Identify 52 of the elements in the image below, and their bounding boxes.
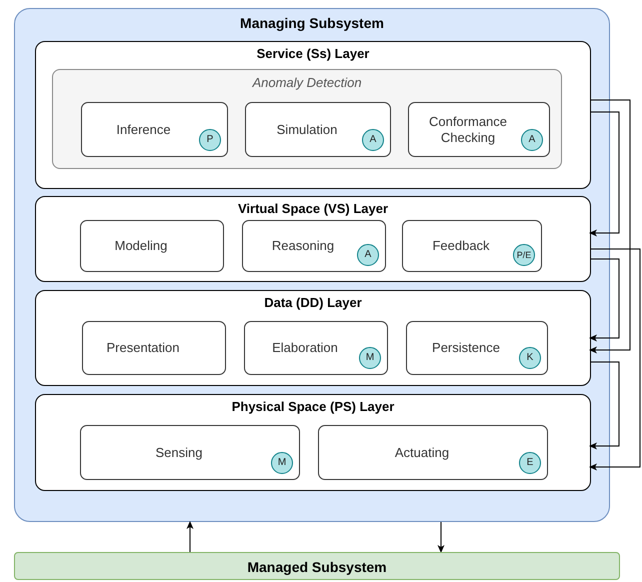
component-box bbox=[80, 220, 224, 272]
badge: K bbox=[519, 347, 541, 369]
component-box bbox=[81, 102, 228, 157]
arrow bbox=[589, 112, 620, 236]
component-label: Modeling bbox=[114, 238, 168, 254]
component-box bbox=[402, 220, 542, 272]
component-label: Conformance Checking bbox=[428, 114, 508, 146]
group-panel bbox=[52, 69, 562, 169]
panel-title: Managing Subsystem bbox=[239, 15, 385, 31]
component-label: Simulation bbox=[276, 122, 338, 138]
managed-subsystem-box bbox=[14, 552, 620, 580]
arrow bbox=[589, 100, 630, 354]
layer-panel bbox=[35, 394, 591, 491]
managing-subsystem-panel bbox=[14, 8, 610, 522]
component-box bbox=[242, 220, 386, 272]
component-box bbox=[82, 321, 226, 375]
component-box bbox=[406, 321, 548, 375]
arrow bbox=[438, 522, 444, 553]
panel-title: Data (DD) Layer bbox=[263, 295, 363, 310]
arrow bbox=[589, 362, 620, 450]
badge: A bbox=[521, 129, 543, 151]
panel-title: Physical Space (PS) Layer bbox=[230, 399, 396, 414]
component-label: Inference bbox=[115, 122, 172, 138]
component-box bbox=[80, 425, 300, 480]
component-label: Persistence bbox=[431, 340, 501, 356]
layer-panel bbox=[35, 41, 591, 189]
component-box bbox=[245, 102, 391, 157]
panel-title: Service (Ss) Layer bbox=[256, 46, 370, 61]
panel-title: Virtual Space (VS) Layer bbox=[236, 201, 390, 216]
arrow bbox=[186, 521, 194, 552]
component-label: Feedback bbox=[431, 238, 491, 254]
component-label: Elaboration bbox=[271, 340, 339, 356]
layer-panel bbox=[35, 290, 591, 386]
panel-title: Anomaly Detection bbox=[251, 75, 363, 90]
component-label: Actuating bbox=[394, 444, 450, 460]
component-label: Sensing bbox=[154, 444, 204, 460]
badge: P bbox=[199, 129, 221, 151]
component-box bbox=[318, 425, 548, 480]
badge: A bbox=[357, 244, 379, 266]
component-label: Presentation bbox=[106, 340, 180, 356]
badge: P/E bbox=[513, 244, 535, 266]
badge: E bbox=[519, 452, 541, 474]
component-box bbox=[244, 321, 388, 375]
arrow bbox=[589, 248, 640, 470]
panel-title: Managed Subsystem bbox=[246, 559, 388, 575]
component-box bbox=[408, 102, 550, 157]
arrow bbox=[589, 258, 620, 342]
badge: M bbox=[271, 452, 293, 474]
layer-panel bbox=[35, 196, 591, 282]
badge: M bbox=[359, 347, 381, 369]
component-label: Reasoning bbox=[270, 238, 336, 254]
badge: A bbox=[362, 129, 384, 151]
